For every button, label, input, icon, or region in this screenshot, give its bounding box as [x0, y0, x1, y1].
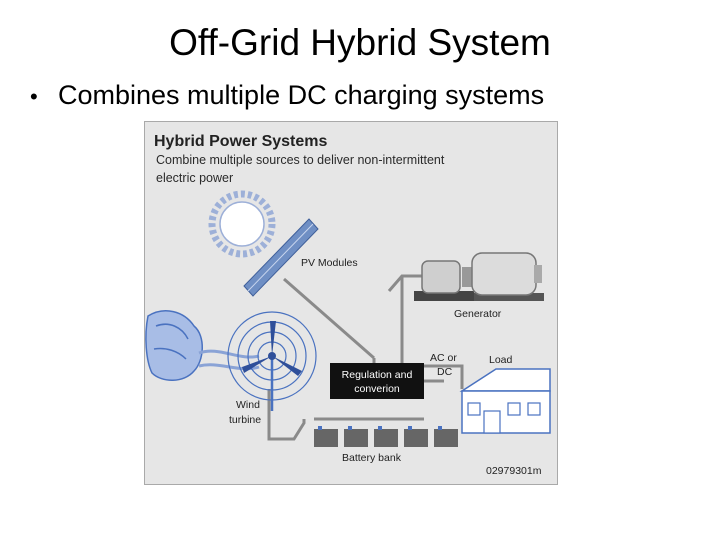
bullet-text: Combines multiple DC charging systems	[58, 80, 545, 110]
pv-module-icon	[243, 218, 319, 297]
battery-bank-label: Battery bank	[342, 452, 402, 464]
wind-turbine-label-line2: turbine	[229, 414, 261, 426]
sun-icon	[208, 190, 276, 258]
regulation-label-line2: converion	[354, 383, 400, 395]
diagram-title: Hybrid Power Systems	[154, 133, 328, 150]
wind-face-icon	[145, 310, 260, 381]
slide-title: Off-Grid Hybrid System	[169, 22, 551, 63]
figure-id-label: 02979301m	[486, 465, 542, 477]
bullet-item: • Combines multiple DC charging systems	[30, 80, 544, 111]
diagram-subtitle-line2: electric power	[156, 171, 233, 185]
ac-or-label: AC or	[430, 352, 457, 364]
wind-turbine-label-line1: Wind	[236, 399, 260, 411]
hybrid-power-diagram: Hybrid Power Systems Combine multiple so…	[144, 121, 558, 485]
house-icon	[459, 368, 551, 434]
dc-label: DC	[437, 366, 453, 378]
generator-label: Generator	[454, 308, 502, 320]
generator-icon	[414, 252, 544, 301]
bullet-marker: •	[30, 84, 38, 109]
pv-modules-label: PV Modules	[301, 257, 358, 269]
regulation-label-line1: Regulation and	[342, 369, 413, 381]
load-label: Load	[489, 354, 513, 366]
regulation-box: Regulation and converion	[330, 363, 424, 399]
wind-turbine-icon	[227, 311, 317, 411]
battery-bank-icon	[314, 426, 458, 447]
diagram-subtitle-line1: Combine multiple sources to deliver non-…	[156, 153, 445, 167]
